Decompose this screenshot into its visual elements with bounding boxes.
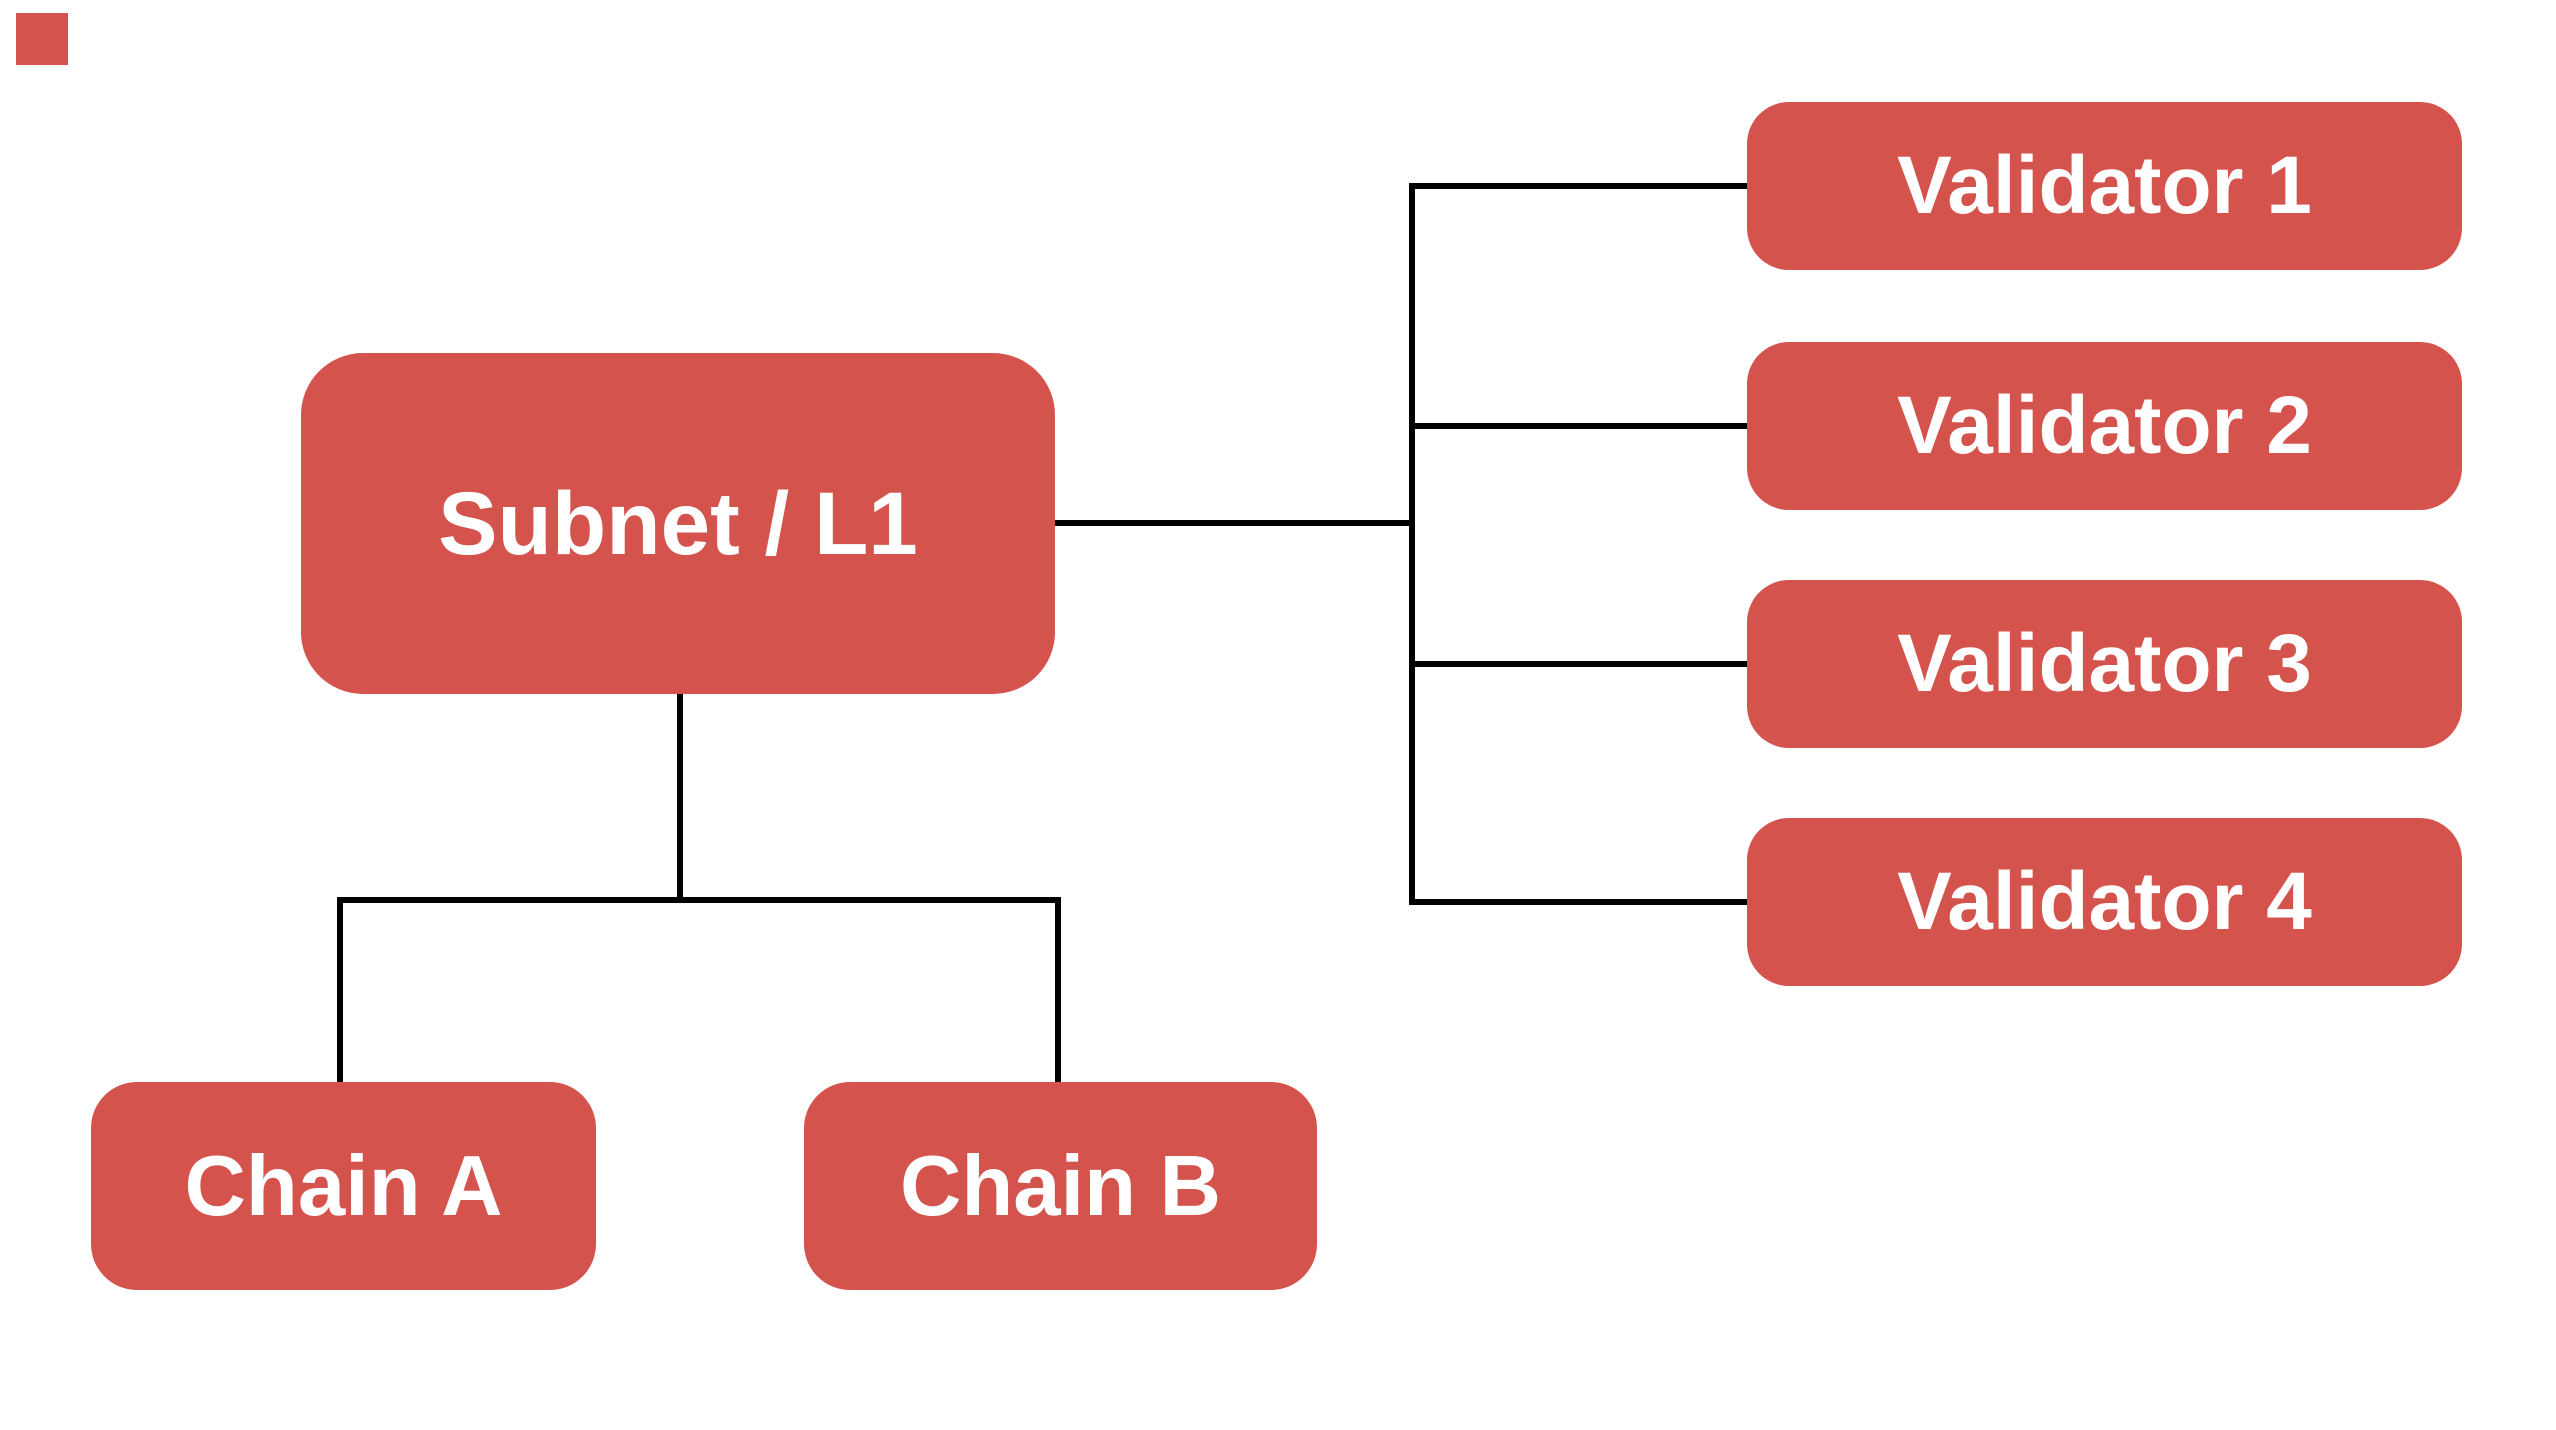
node-subnet-l1-label: Subnet / L1 <box>438 473 918 573</box>
node-chain-b: Chain B <box>804 1082 1317 1290</box>
node-validator-2-label: Validator 2 <box>1897 380 2312 471</box>
node-validator-4: Validator 4 <box>1747 818 2462 986</box>
node-subnet-l1: Subnet / L1 <box>301 353 1055 694</box>
corner-marker <box>16 13 68 65</box>
node-validator-4-label: Validator 4 <box>1897 856 2312 947</box>
node-chain-a: Chain A <box>91 1082 596 1290</box>
node-validator-1: Validator 1 <box>1747 102 2462 270</box>
node-validator-3: Validator 3 <box>1747 580 2462 748</box>
node-validator-2: Validator 2 <box>1747 342 2462 510</box>
node-validator-3-label: Validator 3 <box>1897 618 2312 709</box>
node-validator-1-label: Validator 1 <box>1897 140 2312 231</box>
node-chain-b-label: Chain B <box>899 1138 1222 1234</box>
node-chain-a-label: Chain A <box>184 1138 503 1234</box>
